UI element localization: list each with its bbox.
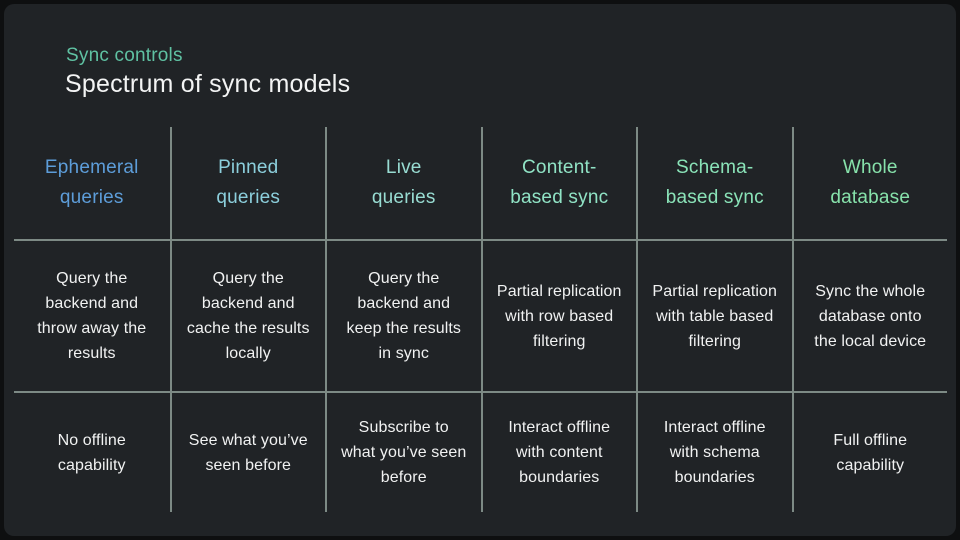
description-schema-based-sync: Partial replication with table based fil…: [636, 239, 792, 391]
offline-ephemeral-queries: No offline capability: [14, 391, 170, 512]
offline-schema-based-sync: Interact offline with schema boundaries: [636, 391, 792, 512]
description-pinned-queries: Query the backend and cache the results …: [169, 239, 325, 391]
sync-models-table: Ephemeral queries Pinned queries Live qu…: [14, 127, 947, 512]
column-header-schema-based-sync: Schema- based sync: [636, 127, 792, 239]
offline-pinned-queries: See what you’ve seen before: [169, 391, 325, 512]
description-live-queries: Query the backend and keep the results i…: [325, 239, 481, 391]
description-whole-database: Sync the whole database onto the local d…: [791, 239, 947, 391]
slide-kicker: Sync controls: [66, 45, 183, 66]
offline-content-based-sync: Interact offline with content boundaries: [480, 391, 636, 512]
slide-background: Sync controls Spectrum of sync models Ep…: [4, 4, 956, 536]
description-ephemeral-queries: Query the backend and throw away the res…: [14, 239, 170, 391]
offline-live-queries: Subscribe to what you’ve seen before: [325, 391, 481, 512]
column-header-ephemeral-queries: Ephemeral queries: [44, 157, 139, 208]
description-content-based-sync: Partial replication with row based filte…: [480, 239, 636, 391]
page-title: Spectrum of sync models: [65, 70, 351, 98]
column-header-pinned-queries: Pinned queries: [169, 127, 326, 239]
column-header-content-based-sync: Content- based sync: [480, 127, 637, 239]
column-header-whole-database: Whole database: [791, 127, 948, 239]
offline-whole-database: Full offline capability: [791, 391, 947, 512]
column-header-live-queries: Live queries: [325, 127, 481, 239]
